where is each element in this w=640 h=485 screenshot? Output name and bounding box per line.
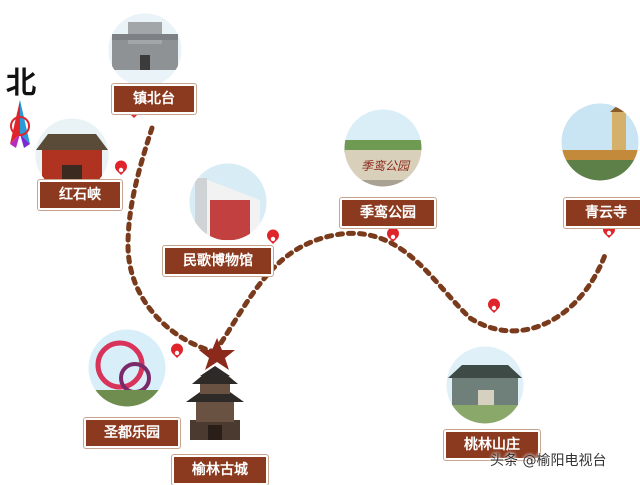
zhenbeitai-photo — [107, 12, 183, 88]
map-pin-icon — [488, 298, 500, 313]
north-arrow-icon — [10, 100, 30, 148]
place-label-zhenbeitai: 镇北台 — [112, 84, 196, 114]
place-label-yulin-ancient-city: 榆林古城 — [172, 455, 268, 485]
map-pin-icon — [115, 160, 127, 175]
minge-museum-photo — [188, 162, 268, 242]
place-label-jiluan-park: 季鸾公园 — [340, 198, 436, 228]
yulin-tower-illustration — [186, 366, 244, 440]
north-label: 北 — [6, 66, 36, 101]
qingyun-temple-photo — [560, 102, 640, 182]
map-pin-icon — [171, 343, 183, 358]
watermark: 头条 @榆阳电视台 — [490, 453, 607, 469]
place-label-shengdu-park: 圣都乐园 — [84, 418, 180, 448]
place-label-taolin-villa: 桃林山庄 — [444, 430, 540, 460]
route-line — [212, 231, 608, 355]
map-pin-icon — [267, 229, 279, 244]
route-line — [125, 125, 218, 355]
taolin-villa-photo — [445, 345, 525, 425]
place-label-minge-museum: 民歌博物馆 — [163, 246, 273, 276]
jiluan-sign-text: 季鸾公园 — [361, 159, 411, 173]
start-star-icon — [199, 338, 235, 370]
place-label-hongshixia: 红石峡 — [38, 180, 122, 210]
jiluan-park-photo: 季鸾公园 — [343, 108, 423, 188]
place-label-qingyun-temple: 青云寺 — [564, 198, 640, 228]
map-pin-icon — [387, 227, 399, 242]
